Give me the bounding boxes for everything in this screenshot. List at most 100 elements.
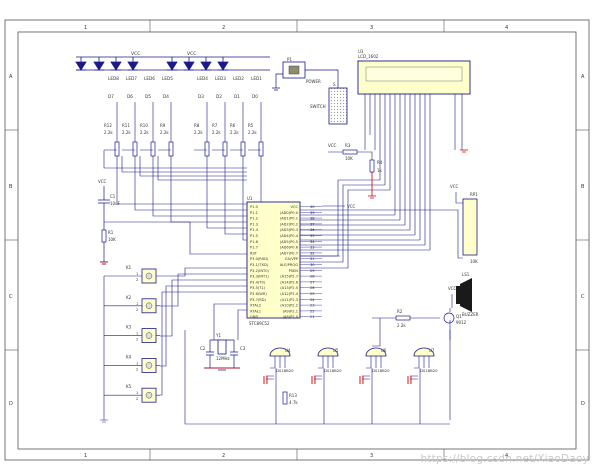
sensor-body xyxy=(413,347,435,357)
led-upper-label: LED3 xyxy=(215,76,226,81)
mcu-pin-right: (AD2)P0.2 xyxy=(280,222,298,226)
resistor-body xyxy=(258,141,264,157)
sensor-ground xyxy=(359,376,364,384)
mcu-pin-right: (A11)P2.3 xyxy=(280,298,298,302)
mcu-pin-left: P3.5(T1) xyxy=(250,286,266,290)
frame-row-label: D xyxy=(9,401,13,407)
sensor-ground xyxy=(311,376,316,384)
sensor-body xyxy=(365,347,387,357)
key-cap xyxy=(145,332,153,339)
led-lower-label: D7 xyxy=(108,94,114,99)
frame-row-label: A xyxy=(581,74,585,80)
sensor-designator: U6 xyxy=(381,348,387,353)
mcu-pin-left: P1.6 xyxy=(250,240,259,244)
led-diode xyxy=(75,57,87,71)
led-diode xyxy=(217,57,229,71)
frame-col-label: 2 xyxy=(222,453,225,459)
key-designator: K4 xyxy=(126,354,132,359)
mcu-pin-number: 33 xyxy=(310,246,315,250)
mcu-pin-number: 21 xyxy=(310,315,315,319)
resistor-designator: R12 xyxy=(104,123,112,128)
mcu-pin-left: P3.0(RXD) xyxy=(250,257,269,261)
mcu-pin-number: 28 xyxy=(310,275,315,279)
pullup-designator: R13 xyxy=(289,393,297,398)
resistor-value: 2.2k xyxy=(230,130,239,135)
sensor-leads xyxy=(266,356,286,380)
mcu-pin-right: ALE/PROG xyxy=(280,263,298,267)
mcu-pin-left: P1.1 xyxy=(250,211,258,215)
resistor-value: 2.2k xyxy=(248,130,257,135)
mcu-pin-right: (A13)P2.5 xyxy=(280,286,298,290)
frame-col-label: 3 xyxy=(370,453,373,459)
frame-row-label: B xyxy=(581,184,585,190)
rp1-value: 10K xyxy=(470,259,478,264)
mcu-pin-left: P3.7(RD) xyxy=(250,298,267,302)
frame-col-label: 2 xyxy=(222,25,225,31)
mcu-pin-left: P1.4 xyxy=(250,228,259,232)
mcu-pin-number: 29 xyxy=(310,269,315,273)
sensor-ground xyxy=(407,376,412,384)
lcd-pins xyxy=(300,94,463,269)
mcu-pin-number: 34 xyxy=(310,240,315,244)
resistor-body xyxy=(204,141,210,157)
mcu-pin-left: P1.5 xyxy=(250,234,258,238)
buzzer-circuit: LS1 BUZZER VCC Q1 9012 R2 2.2k xyxy=(372,272,479,420)
resistor-designator: R9 xyxy=(160,123,166,128)
frame-col-label: 1 xyxy=(84,25,87,31)
mcu-pin-number: 35 xyxy=(310,234,315,238)
resistor-value: 2.2k xyxy=(212,130,221,135)
sensor-part: DS18B20 xyxy=(324,368,342,373)
resistor-body xyxy=(132,141,138,157)
mcu-pin-right: VCC xyxy=(291,205,299,209)
crystal-designator: Y1 xyxy=(215,333,221,338)
led-upper-label: LED8 xyxy=(108,76,119,81)
resistor-body xyxy=(222,141,228,157)
resistor-designator: R6 xyxy=(230,123,236,128)
watermark: https://blog.csdn.net/XiaoDaoy xyxy=(420,453,589,465)
rp1-vcc: VCC xyxy=(450,184,459,189)
sensor-part: DS18B20 xyxy=(276,368,294,373)
mcu-pin-right: (AD7)P0.7 xyxy=(280,251,298,255)
mcu-part: STC89C52 xyxy=(249,321,270,326)
mcu-pin-right: (A10)P2.2 xyxy=(280,304,298,308)
led-upper-label: LED1 xyxy=(251,76,262,81)
rp1-designator: RP1 xyxy=(470,192,478,197)
key-pin-label: 2 xyxy=(136,308,138,312)
resistor-value: 2.2k xyxy=(160,130,169,135)
key-designator: K5 xyxy=(126,384,132,389)
power-switch-designator: S xyxy=(333,82,336,87)
mcu-pin-number: 25 xyxy=(310,292,315,296)
led-upper-label: LED6 xyxy=(144,76,155,81)
key-cap xyxy=(145,272,153,280)
led-lower-label: D4 xyxy=(163,94,169,99)
led-upper-label: LED5 xyxy=(162,76,173,81)
lcd-designator: U3 xyxy=(358,49,364,54)
frame-col-label: 4 xyxy=(505,25,508,31)
led-vcc: VCC VCC xyxy=(131,51,196,57)
sensor-designator: U4 xyxy=(285,348,291,353)
contrast-pot-value: 1k xyxy=(377,168,383,173)
power-jack: P1 POWER xyxy=(272,57,321,91)
power-switch-label: SWITCH xyxy=(310,104,326,109)
mcu-pin-right: (A12)P2.4 xyxy=(280,292,298,296)
mcu-pin-left: P3.3(INT1) xyxy=(250,275,270,279)
frame-col-label: 4 xyxy=(505,453,508,459)
key-bus-wires xyxy=(100,267,247,423)
buzzer-resistor: R2 xyxy=(397,309,403,314)
mcu-pin-left: P1.7 xyxy=(250,246,258,250)
led-vcc-label: VCC xyxy=(187,51,196,57)
resistor-value: 2.2k xyxy=(104,130,113,135)
key-designator: K3 xyxy=(126,325,132,330)
led-diode xyxy=(200,57,212,71)
key-pin-label: 2 xyxy=(136,278,138,282)
key-pin-label: 1 xyxy=(136,391,138,395)
sensor-bus-wire xyxy=(184,330,450,425)
mcu-pin-right: (AD5)P0.5 xyxy=(280,240,298,244)
led-resistor-wires xyxy=(103,102,262,247)
